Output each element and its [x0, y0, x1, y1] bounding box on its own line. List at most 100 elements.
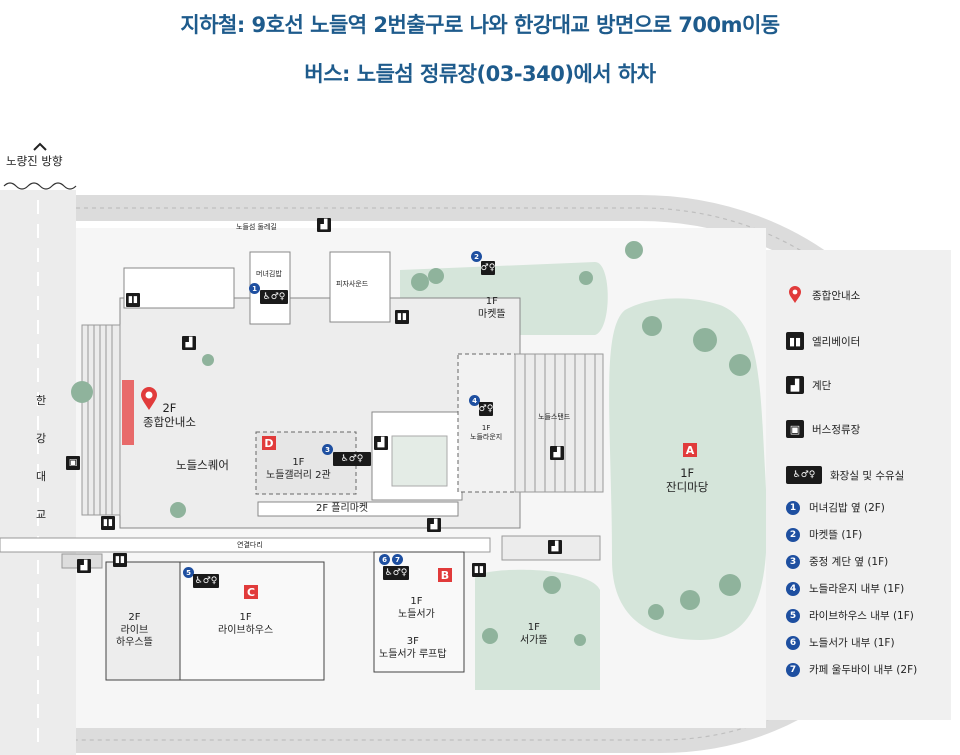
elevator-icon: ▮▮ [786, 332, 804, 350]
water-icon [3, 182, 77, 190]
zone-b-marker: B [438, 568, 452, 582]
legend-item-label: 노들라운지 내부 (1F) [809, 583, 905, 595]
legend-item-2: 2 마켓뜰 (1F) [786, 527, 862, 542]
marker-1: 1 [249, 283, 260, 294]
lounge-box [457, 353, 516, 493]
marker-2: 2 [471, 251, 482, 262]
legend-restroom: ♿♂♀ 화장실 및 수유실 [786, 466, 904, 484]
bookyard-label: 1F 서가뜰 [520, 622, 548, 646]
marker-3: 3 [786, 554, 800, 569]
restroom-icon: ♿♂♀ [260, 290, 288, 304]
bus-icon: ▣ [786, 420, 804, 438]
legend-item-label: 중정 계단 옆 (1F) [809, 556, 889, 568]
bridge-char-1: 한 [36, 394, 47, 407]
direction-label: 노량진 방향 [6, 154, 63, 168]
minyeo-label: 머녀김밥 [256, 270, 282, 278]
marker-7: 7 [786, 662, 800, 677]
bookstore-3f-label: 3F 노들서가 루프탑 [379, 636, 447, 660]
marker-6: 6 [786, 635, 800, 650]
stairs-icon: ▟ [427, 518, 441, 532]
legend-bus: ▣ 버스정류장 [786, 420, 860, 438]
elevator-icon: ▮▮ [395, 310, 409, 324]
marker-4: 4 [469, 395, 480, 406]
elevator-icon: ▮▮ [113, 553, 127, 567]
legend-item-label: 머녀김밥 옆 (2F) [809, 502, 885, 514]
stairs-icon: ▟ [374, 436, 388, 450]
legend-restroom-label: 화장실 및 수유실 [830, 469, 905, 482]
marker-4: 4 [786, 581, 800, 596]
stairs-icon: ▟ [786, 376, 804, 394]
legend-item-1: 1 머녀김밥 옆 (2F) [786, 500, 885, 515]
legend-panel: 종합안내소 ▮▮ 엘리베이터 ▟ 계단 ▣ 버스정류장 ♿♂♀ 화장실 및 수유… [766, 250, 951, 720]
bookstore-1f-label: 1F 노들서가 [398, 596, 435, 620]
live-2f-label: 2F 라이브 하우스뜰 [116, 612, 153, 648]
bus-directions: 버스: 노들섬 정류장(03-340)에서 하차 [304, 62, 656, 86]
stairs-icon: ▟ [550, 446, 564, 460]
flea-label: 2F 플리마켓 [316, 503, 369, 514]
restroom-icon: ♿♂♀ [383, 566, 409, 580]
live-1f-label: 1F 라이브하우스 [218, 612, 274, 636]
stairs-icon: ▟ [548, 540, 562, 554]
map-pin-icon [786, 286, 804, 304]
bridge-link-label: 연결다리 [237, 541, 263, 549]
info-bar [122, 380, 134, 445]
marker-5: 5 [183, 567, 194, 578]
legend-elevator-label: 엘리베이터 [812, 335, 861, 348]
restroom-icon: ♿♂♀ [333, 452, 371, 466]
legend-item-label: 노들서가 내부 (1F) [809, 637, 895, 649]
pizza-label: 피자사운드 [336, 280, 369, 288]
legend-item-label: 마켓뜰 (1F) [809, 529, 863, 541]
info-center-label: 2F 종합안내소 [143, 401, 196, 430]
stairs-icon: ▟ [182, 336, 196, 350]
legend-info-label: 종합안내소 [812, 289, 861, 302]
legend-item-label: 라이브하우스 내부 (1F) [809, 610, 914, 622]
legend-bus-label: 버스정류장 [812, 423, 861, 436]
legend-item-5: 5 라이브하우스 내부 (1F) [786, 608, 914, 623]
dulle-gil-label: 노들섬 둘레길 [236, 223, 277, 231]
bookyard-area [474, 569, 600, 690]
legend-item-6: 6 노들서가 내부 (1F) [786, 635, 895, 650]
legend-item-4: 4 노들라운지 내부 (1F) [786, 581, 904, 596]
restroom-icon: ♂♀ [480, 261, 496, 275]
legend-elevator: ▮▮ 엘리베이터 [786, 332, 860, 350]
legend-item-7: 7 카페 울두바이 내부 (2F) [786, 662, 917, 677]
legend-stairs: ▟ 계단 [786, 376, 831, 394]
legend-item-3: 3 중정 계단 옆 (1F) [786, 554, 888, 569]
gallery-label: 1F 노들갤러리 2관 [266, 457, 331, 481]
lounge-label: 1F 노들라운지 [470, 424, 503, 441]
arrow-up-icon [33, 142, 47, 151]
elevator-icon: ▮▮ [101, 516, 115, 530]
square-label: 노들스퀘어 [176, 458, 229, 472]
bus-icon: ▣ [66, 456, 80, 470]
zone-c-marker: C [244, 585, 258, 599]
stand-label: 노들스탠드 [538, 413, 571, 421]
stairs-icon: ▟ [77, 559, 91, 573]
stairs-icon: ▟ [317, 218, 331, 232]
legend-stairs-label: 계단 [812, 379, 832, 392]
marker-2: 2 [786, 527, 800, 542]
legend-item-label: 카페 울두바이 내부 (2F) [809, 664, 918, 676]
restroom-icon: ♂♀ [478, 402, 494, 416]
flea-strip [257, 501, 459, 517]
map-pin-icon [141, 387, 157, 410]
lawn-area [609, 298, 767, 640]
marker-1: 1 [786, 500, 800, 515]
bridge-char-2: 강 [36, 432, 47, 445]
elevator-icon: ▮▮ [126, 293, 140, 307]
market-label: 1F 마켓뜰 [478, 296, 506, 320]
subway-directions: 지하철: 9호선 노들역 2번출구로 나와 한강대교 방면으로 700m이동 [180, 13, 780, 37]
stairs-hatch [81, 324, 604, 561]
legend-info: 종합안내소 [786, 286, 860, 304]
bridge-char-3: 대 [36, 470, 47, 483]
restroom-icon: ♿♂♀ [786, 466, 822, 484]
bridge-char-4: 교 [36, 508, 47, 521]
live-2f-building [105, 561, 181, 681]
pizza-building [329, 251, 391, 323]
zone-d-marker: D [262, 436, 276, 450]
tree-icons [71, 241, 751, 646]
marker-3: 3 [322, 444, 333, 455]
elevator-icon: ▮▮ [472, 563, 486, 577]
marker-6: 6 [379, 554, 390, 565]
zone-a-marker: A [683, 443, 697, 457]
marker-7: 7 [392, 554, 403, 565]
